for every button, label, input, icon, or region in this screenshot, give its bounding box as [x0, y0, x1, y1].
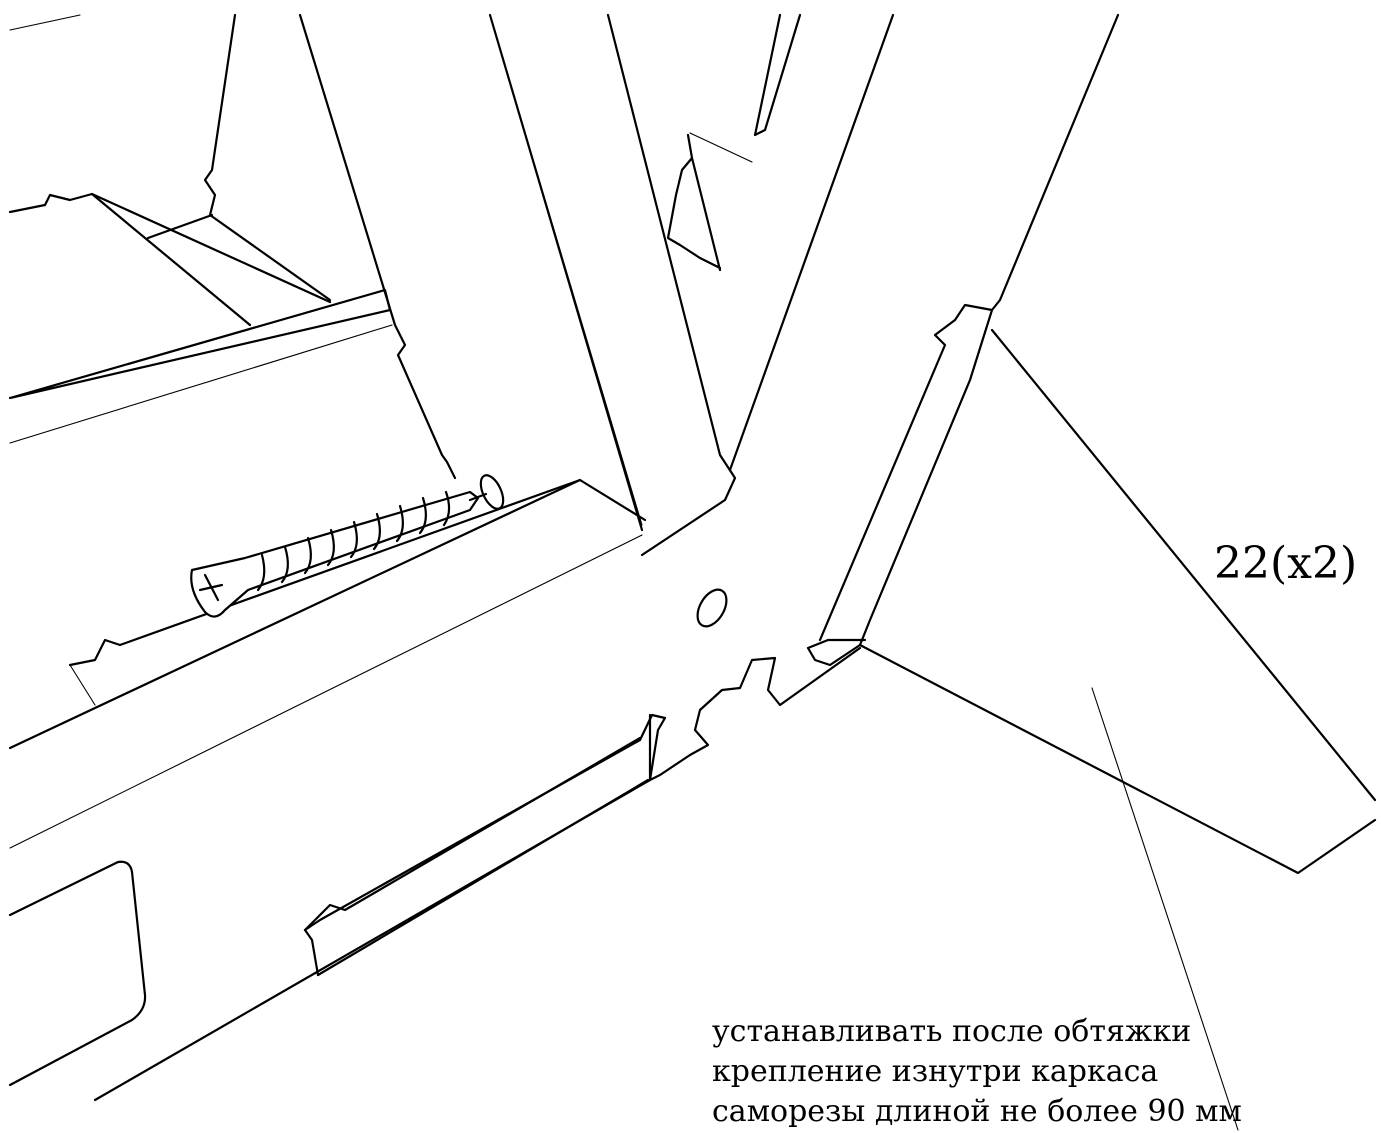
screw-icon: [190, 474, 505, 618]
part-number-label: 22(x2): [1214, 538, 1358, 589]
gusset-plate: [648, 308, 1377, 875]
leader-line: [1091, 687, 1239, 1131]
assembly-note: устанавливать после обтяжки крепление из…: [712, 1012, 1242, 1132]
lower-beam: [8, 478, 667, 1102]
right-post: [666, 13, 1120, 642]
background-frame: [8, 13, 393, 444]
note-line-2: крепление изнутри каркаса: [712, 1054, 1159, 1089]
note-line-1: устанавливать после обтяжки: [712, 1014, 1192, 1049]
note-line-3: саморезы длиной не более 90 мм: [712, 1094, 1242, 1129]
diagonal-post: [298, 13, 737, 557]
